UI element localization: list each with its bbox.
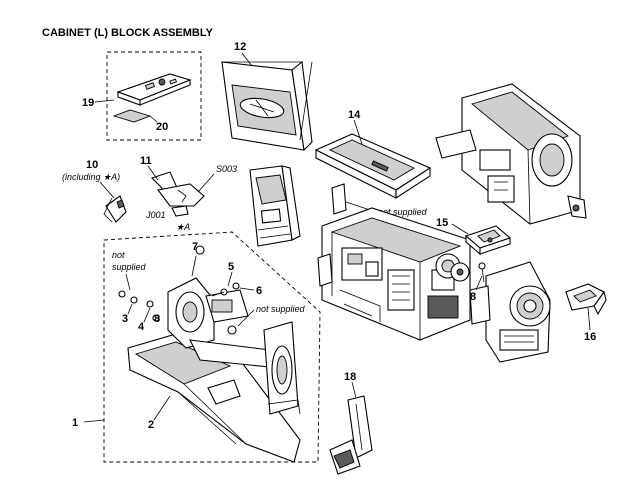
assembly-1-boundary: [103, 231, 321, 463]
part-12-lcd-cover: [221, 60, 313, 152]
note-not-left-1: not: [112, 250, 125, 260]
callout-5: 5: [228, 261, 234, 273]
callout-8b: 8: [470, 291, 476, 303]
note-s003: S003: [216, 164, 237, 174]
note-not-supplied-mid: not supplied: [256, 304, 306, 314]
callout-12: 12: [234, 41, 246, 53]
callout-11: 11: [140, 155, 152, 167]
part-2-left-cabinet: [127, 333, 301, 463]
callout-14: 14: [348, 109, 361, 121]
right-cabinet-lens: [469, 261, 551, 363]
callout-1: 1: [72, 417, 78, 429]
s003-circuit-board: [249, 165, 301, 247]
callout-3: 3: [122, 313, 128, 325]
callout-7: 7: [192, 241, 198, 253]
main-mechanism-chassis: [317, 207, 471, 341]
callout-8a: 8: [154, 313, 160, 325]
part-14-top-frame: [314, 133, 432, 215]
callout-18: 18: [344, 371, 356, 383]
fasteners: [118, 245, 240, 335]
callout-16: 16: [584, 331, 596, 343]
part-16-bracket: [565, 283, 607, 316]
note-not-left-2: supplied: [112, 262, 147, 272]
note-including-a: (including ★A): [62, 172, 120, 182]
callout-20: 20: [156, 121, 168, 133]
callout-10: 10: [86, 159, 98, 171]
note-j001: J001: [145, 210, 166, 220]
part-15-bracket: [464, 225, 512, 256]
part-1-inner-frame: [167, 277, 301, 415]
callout-15: 15: [436, 217, 448, 229]
note-not-supplied-top: not supplied: [378, 207, 428, 217]
callout-6: 6: [256, 285, 262, 297]
part-10-11-hinge: [103, 171, 205, 223]
camera-body-upper-right: [435, 83, 587, 225]
remote-control-box: [106, 51, 202, 141]
callout-4: 4: [138, 321, 145, 333]
part-18-strap: [329, 395, 373, 475]
callout-2: 2: [148, 419, 154, 431]
callout-19: 19: [82, 97, 94, 109]
diagram-title: CABINET (L) BLOCK ASSEMBLY: [42, 27, 214, 39]
note-star-a: ★A: [176, 222, 190, 232]
